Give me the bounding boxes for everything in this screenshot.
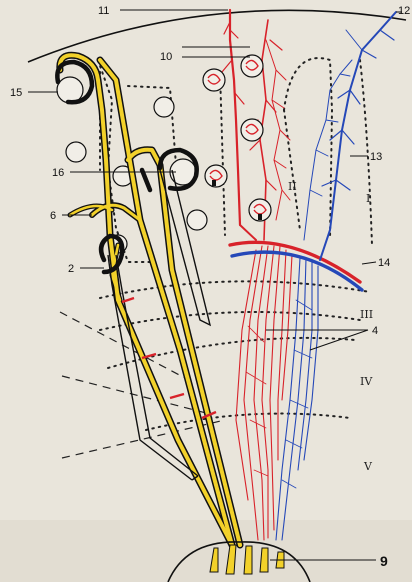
venous-drainage xyxy=(230,11,397,541)
label-16: 16 xyxy=(52,167,64,179)
label-9: 9 xyxy=(380,553,388,569)
glomerulus-tufts xyxy=(202,54,272,222)
label-12: 12 xyxy=(398,5,410,17)
label-2: 2 xyxy=(68,263,74,275)
callout-labels: 11 12 10 15 13 16 6 2 14 4 9 xyxy=(10,5,410,569)
label-11: 11 xyxy=(98,5,109,17)
label-13: 13 xyxy=(370,151,382,163)
label-14: 14 xyxy=(378,257,390,269)
zone-III: III xyxy=(360,308,373,321)
arterial-supply xyxy=(221,8,362,541)
zone-V: V xyxy=(363,460,373,473)
zone-boundary-dots xyxy=(97,57,373,431)
red-markers xyxy=(121,296,217,420)
zone-II: II xyxy=(288,180,297,193)
renal-papilla xyxy=(167,541,311,582)
zone-IV: IV xyxy=(360,375,373,388)
renal-capsule-arc xyxy=(27,9,407,63)
label-10: 10 xyxy=(160,51,172,63)
zone-numerals: I II III IV V xyxy=(288,180,373,473)
leader-lines xyxy=(28,9,402,561)
label-15: 15 xyxy=(10,87,22,99)
label-6: 6 xyxy=(50,210,56,222)
distal-tubule-black xyxy=(55,59,199,275)
label-4: 4 xyxy=(372,325,378,337)
zone-I: I xyxy=(366,192,370,205)
page-footer-band xyxy=(0,520,412,582)
glomerulus-circles xyxy=(56,76,208,254)
